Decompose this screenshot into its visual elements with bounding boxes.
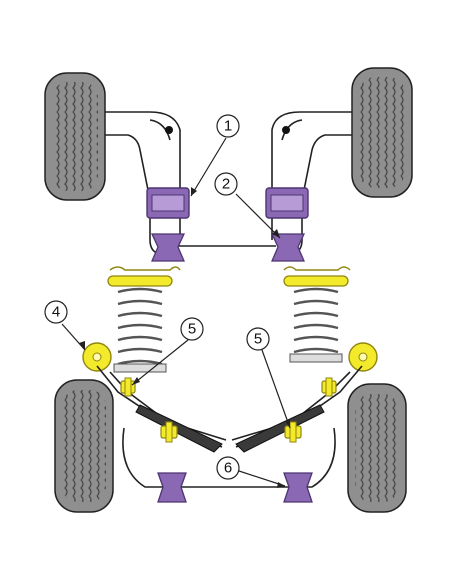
callout-5a: 5 — [180, 317, 204, 341]
callout-1-label: 1 — [224, 118, 232, 135]
rear-left-trailing-arm — [96, 365, 227, 453]
front-right-wheel — [351, 67, 413, 198]
callout-2-leader — [235, 193, 281, 239]
callout-6-leader — [235, 469, 286, 487]
rear-right-shock-mount — [348, 342, 378, 372]
rear-left-wheel — [54, 379, 114, 513]
front-right-ball-joint — [282, 126, 290, 134]
rear-right-upper-link-bush — [321, 377, 337, 397]
callout-6: 6 — [216, 456, 240, 480]
rear-left-shock-mount — [82, 342, 112, 372]
callouts — [61, 137, 291, 487]
callout-1: 1 — [216, 114, 240, 138]
rear-axle — [54, 266, 407, 513]
callout-2-label: 2 — [222, 176, 230, 193]
rear-right-spring — [283, 266, 351, 363]
rear-left-upper-link-bush — [120, 377, 136, 397]
front-right-wishbone-bush — [265, 187, 309, 219]
callout-4: 4 — [44, 300, 68, 324]
callout-4-leader — [61, 323, 86, 351]
callout-5a-label: 5 — [188, 321, 196, 338]
front-left-wishbone-bush — [146, 187, 190, 219]
front-right-lower-bush — [270, 233, 306, 262]
front-axle — [44, 67, 413, 262]
callout-5b: 5 — [246, 327, 270, 351]
front-left-lower-bush — [150, 233, 186, 262]
rear-left-anti-roll-bar-bush — [157, 472, 187, 503]
callout-1-leader — [190, 137, 227, 197]
callout-2: 2 — [214, 172, 238, 196]
front-left-wheel — [44, 72, 106, 201]
rear-anti-roll-bar — [122, 427, 336, 488]
rear-right-wheel — [347, 383, 407, 513]
front-left-ball-joint — [165, 126, 173, 134]
callout-4-label: 4 — [52, 304, 60, 321]
callout-5a-leader — [131, 339, 189, 386]
callout-6-label: 6 — [224, 460, 232, 477]
rear-right-trailing-arm — [231, 365, 363, 453]
callout-5b-label: 5 — [254, 331, 262, 348]
callout-5b-leader — [261, 349, 291, 429]
rear-left-lower-link-bush — [160, 421, 178, 443]
rear-left-spring — [107, 266, 181, 373]
rear-right-anti-roll-bar-bush — [283, 472, 313, 503]
rear-right-lower-link-bush — [284, 421, 302, 443]
